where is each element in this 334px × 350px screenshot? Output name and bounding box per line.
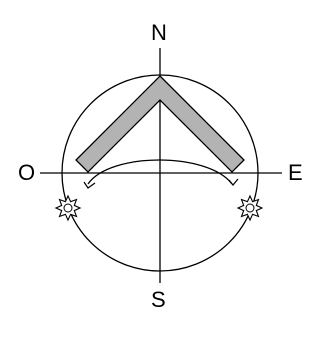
- north-label: N: [151, 20, 167, 45]
- south-label: S: [151, 287, 166, 312]
- arrow-icon: [228, 178, 239, 186]
- sun-icon: [54, 194, 82, 222]
- west-label: O: [18, 160, 36, 185]
- arrow-icon: [83, 181, 96, 189]
- sun-path-arc: [87, 159, 233, 185]
- east-label: E: [288, 160, 303, 185]
- sun-icon: [236, 194, 264, 222]
- roof-shape: [75, 75, 245, 173]
